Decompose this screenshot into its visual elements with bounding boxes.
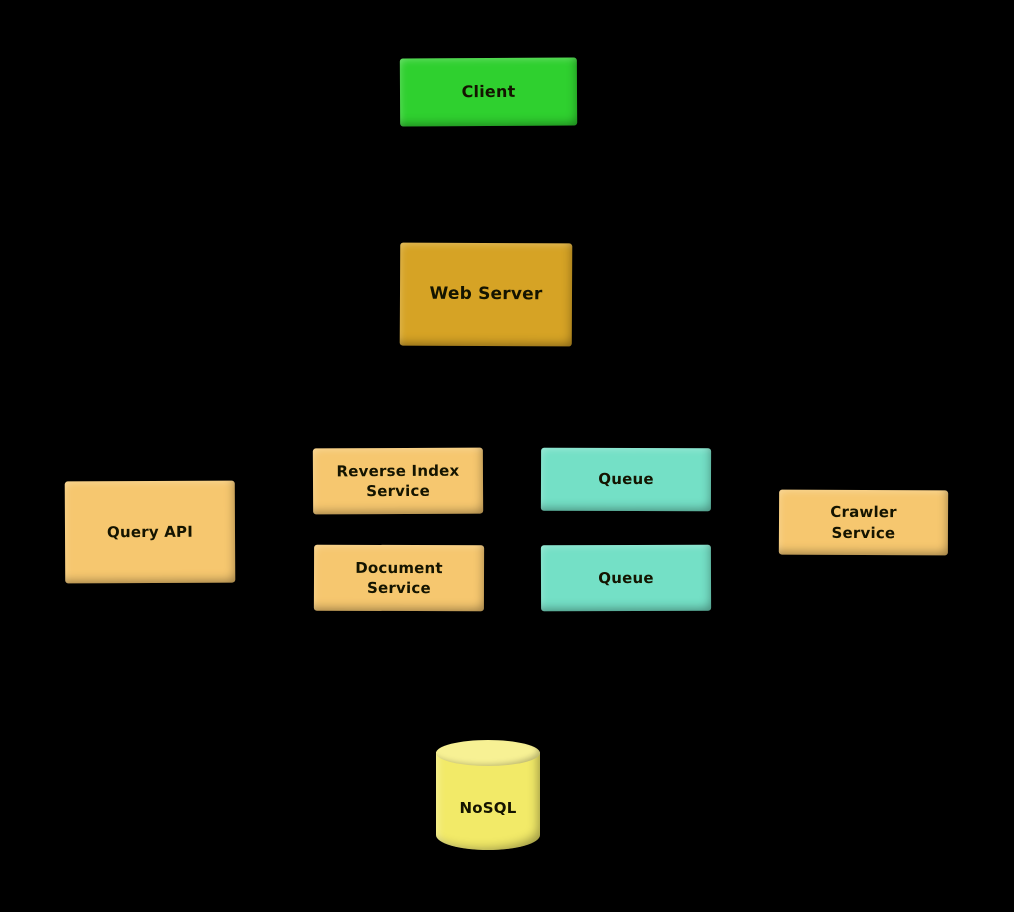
- database-cylinder-body: NoSQL: [436, 752, 540, 850]
- node-document-service: Document Service: [313, 544, 485, 612]
- node-reverse-index-service-label: Reverse Index Service: [336, 461, 460, 501]
- node-client: Client: [399, 57, 578, 127]
- node-reverse-index-service: Reverse Index Service: [312, 447, 484, 515]
- node-web-server: Web Server: [399, 242, 573, 347]
- node-nosql-database: NoSQL: [436, 740, 540, 850]
- node-crawler-service-label: Crawler Service: [830, 503, 897, 542]
- node-query-api-label: Query API: [106, 522, 194, 542]
- node-queue-bottom: Queue: [540, 544, 712, 612]
- node-queue-bottom-label: Queue: [598, 568, 654, 587]
- node-queue-top: Queue: [540, 447, 712, 512]
- node-web-server-label: Web Server: [429, 283, 543, 305]
- node-crawler-service: Crawler Service: [778, 489, 949, 556]
- node-document-service-label: Document Service: [355, 558, 443, 598]
- database-cylinder-top: [436, 740, 540, 766]
- node-query-api: Query API: [64, 480, 236, 584]
- node-client-label: Client: [461, 82, 516, 102]
- node-queue-top-label: Queue: [598, 470, 654, 489]
- node-nosql-label: NoSQL: [459, 798, 517, 817]
